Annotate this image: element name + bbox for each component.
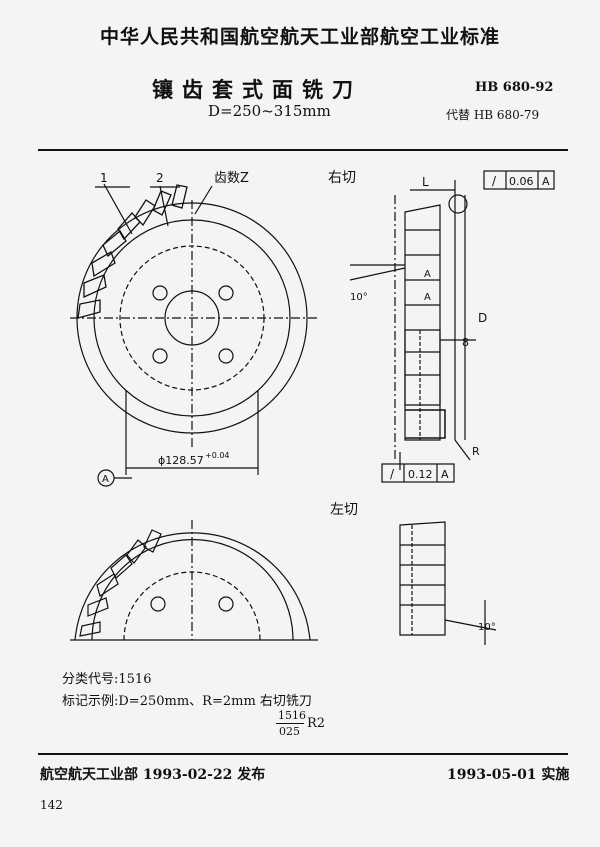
section-a-2: A: [424, 292, 431, 303]
bore-diameter-tolerance: +0.04: [205, 451, 230, 460]
side-view-right: [349, 180, 476, 470]
right-cut-label: 右切: [328, 170, 356, 186]
code-fraction-bar: [276, 723, 304, 724]
left-cut-label: 左切: [330, 502, 358, 518]
page-subtitle: D=250~315mm: [208, 102, 331, 120]
tol1-value: 0.06: [509, 175, 534, 188]
dim-D: D: [478, 311, 487, 325]
dim-8: 8: [462, 336, 469, 349]
effective-date: 1993-05-01 实施: [447, 767, 570, 783]
bore-diameter-label: ϕ128.57: [158, 454, 204, 467]
side-view-left: [399, 521, 497, 645]
top-divider: [38, 149, 568, 151]
replaces-standard: 代替 HB 680-79: [446, 108, 540, 122]
tol2-symbol: /: [390, 467, 395, 481]
code-suffix: R2: [307, 716, 326, 731]
org-standard-header: 中华人民共和国航空航天工业部航空工业标准: [99, 26, 500, 48]
tol1-datum: A: [542, 175, 550, 188]
standard-number: HB 680-92: [475, 80, 554, 95]
code-numerator: 1516: [278, 709, 306, 722]
marking-example: 标记示例:D=250mm、R=2mm 右切铣刀: [62, 694, 312, 709]
angle-10-left: 10°: [478, 622, 496, 633]
datum-a-circle-label: A: [102, 474, 109, 485]
section-a-1: A: [424, 269, 431, 280]
tol1-symbol: /: [492, 174, 497, 188]
page-title: 镶齿套式面铣刀: [152, 77, 362, 102]
tol2-datum: A: [441, 468, 449, 481]
callout-2: 2: [156, 171, 164, 185]
page-number: 142: [40, 798, 63, 812]
teeth-count-label: 齿数Z: [214, 171, 249, 186]
front-view-left: [70, 520, 318, 641]
code-denominator: 025: [279, 725, 300, 738]
issue-date: 航空航天工业部 1993-02-22 发布: [40, 767, 266, 783]
tolerance-frame-2: [381, 463, 455, 483]
tolerance-frame-1: [483, 170, 555, 190]
dim-L: L: [422, 175, 429, 189]
callout-1: 1: [100, 171, 108, 185]
angle-10-right: 10°: [350, 292, 368, 303]
dim-R: R: [472, 445, 480, 458]
bottom-divider: [38, 753, 568, 755]
class-code: 分类代号:1516: [62, 672, 152, 687]
insert-teeth: [77, 184, 188, 319]
tol2-value: 0.12: [408, 468, 433, 481]
